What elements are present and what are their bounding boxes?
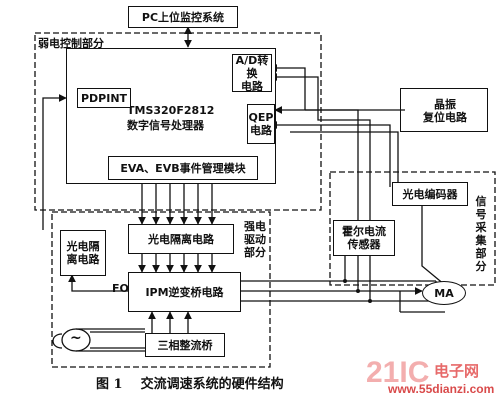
opto-left-label-1: 光电隔 bbox=[66, 240, 100, 253]
adc-label-2: 电路 bbox=[241, 79, 263, 93]
signal-section-label: 信号采集部分 bbox=[475, 195, 487, 273]
watermark-brand: 电子网 bbox=[434, 363, 480, 380]
hall-label-2: 传感器 bbox=[347, 238, 381, 251]
pc-monitor-label: PC上位监控系统 bbox=[141, 10, 225, 24]
motor-label: MA bbox=[434, 286, 454, 300]
watermark-url: www.55dianzi.com bbox=[388, 382, 495, 396]
motor: MA bbox=[422, 281, 466, 305]
ipm-label: IPM逆变桥电路 bbox=[145, 285, 224, 299]
pc-monitor-box: PC上位监控系统 bbox=[128, 6, 238, 28]
strong-section-label: 强电驱动部分 bbox=[244, 220, 266, 259]
figure-caption: 图 1 交流调速系统的硬件结构 bbox=[96, 377, 284, 392]
opto-isolator-label: 光电隔离电路 bbox=[148, 232, 214, 246]
crystal-reset-frame bbox=[400, 88, 488, 132]
watermark-logo: 21IC bbox=[366, 356, 430, 389]
fo-label: FO bbox=[112, 282, 129, 295]
opto-isolator-left-box: 光电隔 离电路 bbox=[60, 230, 106, 276]
encoder-label: 光电编码器 bbox=[402, 187, 458, 201]
qep-label-2: 电路 bbox=[250, 124, 272, 137]
qep-label-1: QEP bbox=[248, 111, 274, 124]
dsp-subtitle: 数字信号处理器 bbox=[127, 119, 204, 132]
event-manager-box: EVA、EVB事件管理模块 bbox=[108, 156, 258, 180]
hall-sensor-box: 霍尔电流 传感器 bbox=[333, 220, 395, 256]
hall-label-1: 霍尔电流 bbox=[342, 225, 386, 238]
crystal-reset-box: 晶振 复位电路 bbox=[405, 92, 485, 130]
opto-left-label-2: 离电路 bbox=[66, 253, 100, 266]
adc-label-1: A/D转换 bbox=[235, 53, 269, 80]
weak-section-border bbox=[34, 32, 322, 211]
strong-section-border bbox=[51, 211, 271, 368]
dsp-title: TMS320F2812 bbox=[127, 104, 215, 117]
pdpint-label: PDPINT bbox=[80, 91, 128, 105]
qep-box: QEP 电路 bbox=[247, 104, 275, 144]
signal-section-border bbox=[329, 171, 496, 286]
ipm-box: IPM逆变桥电路 bbox=[128, 272, 241, 312]
rectifier-label: 三相整流桥 bbox=[157, 338, 213, 352]
pdpint-box: PDPINT bbox=[77, 88, 131, 108]
opto-isolator-box: 光电隔离电路 bbox=[128, 224, 234, 254]
adc-box: A/D转换 电路 bbox=[232, 53, 272, 93]
weak-section-label: 弱电控制部分 bbox=[38, 37, 104, 50]
crystal-label-2: 复位电路 bbox=[423, 111, 467, 124]
crystal-label-1: 晶振 bbox=[434, 98, 456, 111]
rectifier-box: 三相整流桥 bbox=[145, 333, 225, 357]
event-manager-label: EVA、EVB事件管理模块 bbox=[120, 161, 246, 175]
ac-source-symbol: ~ bbox=[70, 330, 82, 346]
encoder-box: 光电编码器 bbox=[392, 182, 468, 206]
